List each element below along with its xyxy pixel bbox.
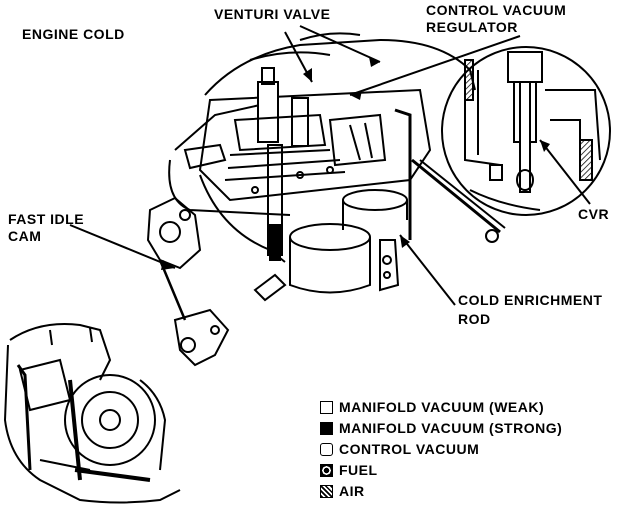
legend-item-air: AIR: [320, 482, 620, 500]
legend-label: FUEL: [339, 462, 378, 478]
carburetor-body: [168, 32, 506, 302]
cold-enrich-label-line1: COLD ENRICHMENT: [458, 292, 603, 308]
cvr-label: CVR: [578, 206, 610, 222]
legend-label: CONTROL VACUUM: [339, 441, 480, 457]
venturi-valve-label: VENTURI VALVE: [214, 6, 331, 22]
engine-illustration: [3, 323, 181, 504]
cvr-leader: [539, 139, 591, 205]
legend-item-fuel: FUEL: [320, 461, 620, 479]
fast-idle-leader: [69, 224, 176, 269]
cvr-detail-inset: [441, 46, 611, 216]
venturi-leader-right: [299, 25, 381, 63]
white-rounded-square-icon: [320, 442, 333, 456]
hatched-square-icon: [320, 484, 333, 498]
cold-enrich-label-line2: ROD: [458, 311, 491, 327]
white-square-icon: [320, 400, 333, 414]
cvr-title-leader: [349, 35, 521, 96]
legend-label: AIR: [339, 483, 365, 499]
legend: MANIFOLD VACUUM (WEAK) MANIFOLD VACUUM (…: [320, 398, 620, 503]
fast-idle-label-line1: FAST IDLE: [8, 211, 85, 227]
cvr-title-label-line2: REGULATOR: [426, 19, 518, 35]
fast-idle-label-line2: CAM: [8, 228, 42, 244]
engine-state-label: ENGINE COLD: [22, 26, 125, 42]
dotted-square-icon: [320, 463, 333, 477]
cvr-title-label-line1: CONTROL VACUUM: [426, 2, 567, 18]
fast-idle-cam: [146, 196, 230, 367]
legend-label: MANIFOLD VACUUM (WEAK): [339, 399, 545, 415]
legend-label: MANIFOLD VACUUM (STRONG): [339, 420, 563, 436]
legend-item-control-vacuum: CONTROL VACUUM: [320, 440, 620, 458]
legend-item-weak-vacuum: MANIFOLD VACUUM (WEAK): [320, 398, 620, 416]
legend-item-strong-vacuum: MANIFOLD VACUUM (STRONG): [320, 419, 620, 437]
leader-lines: [69, 25, 591, 306]
black-square-icon: [320, 421, 333, 435]
cold-enrich-leader: [399, 234, 456, 306]
